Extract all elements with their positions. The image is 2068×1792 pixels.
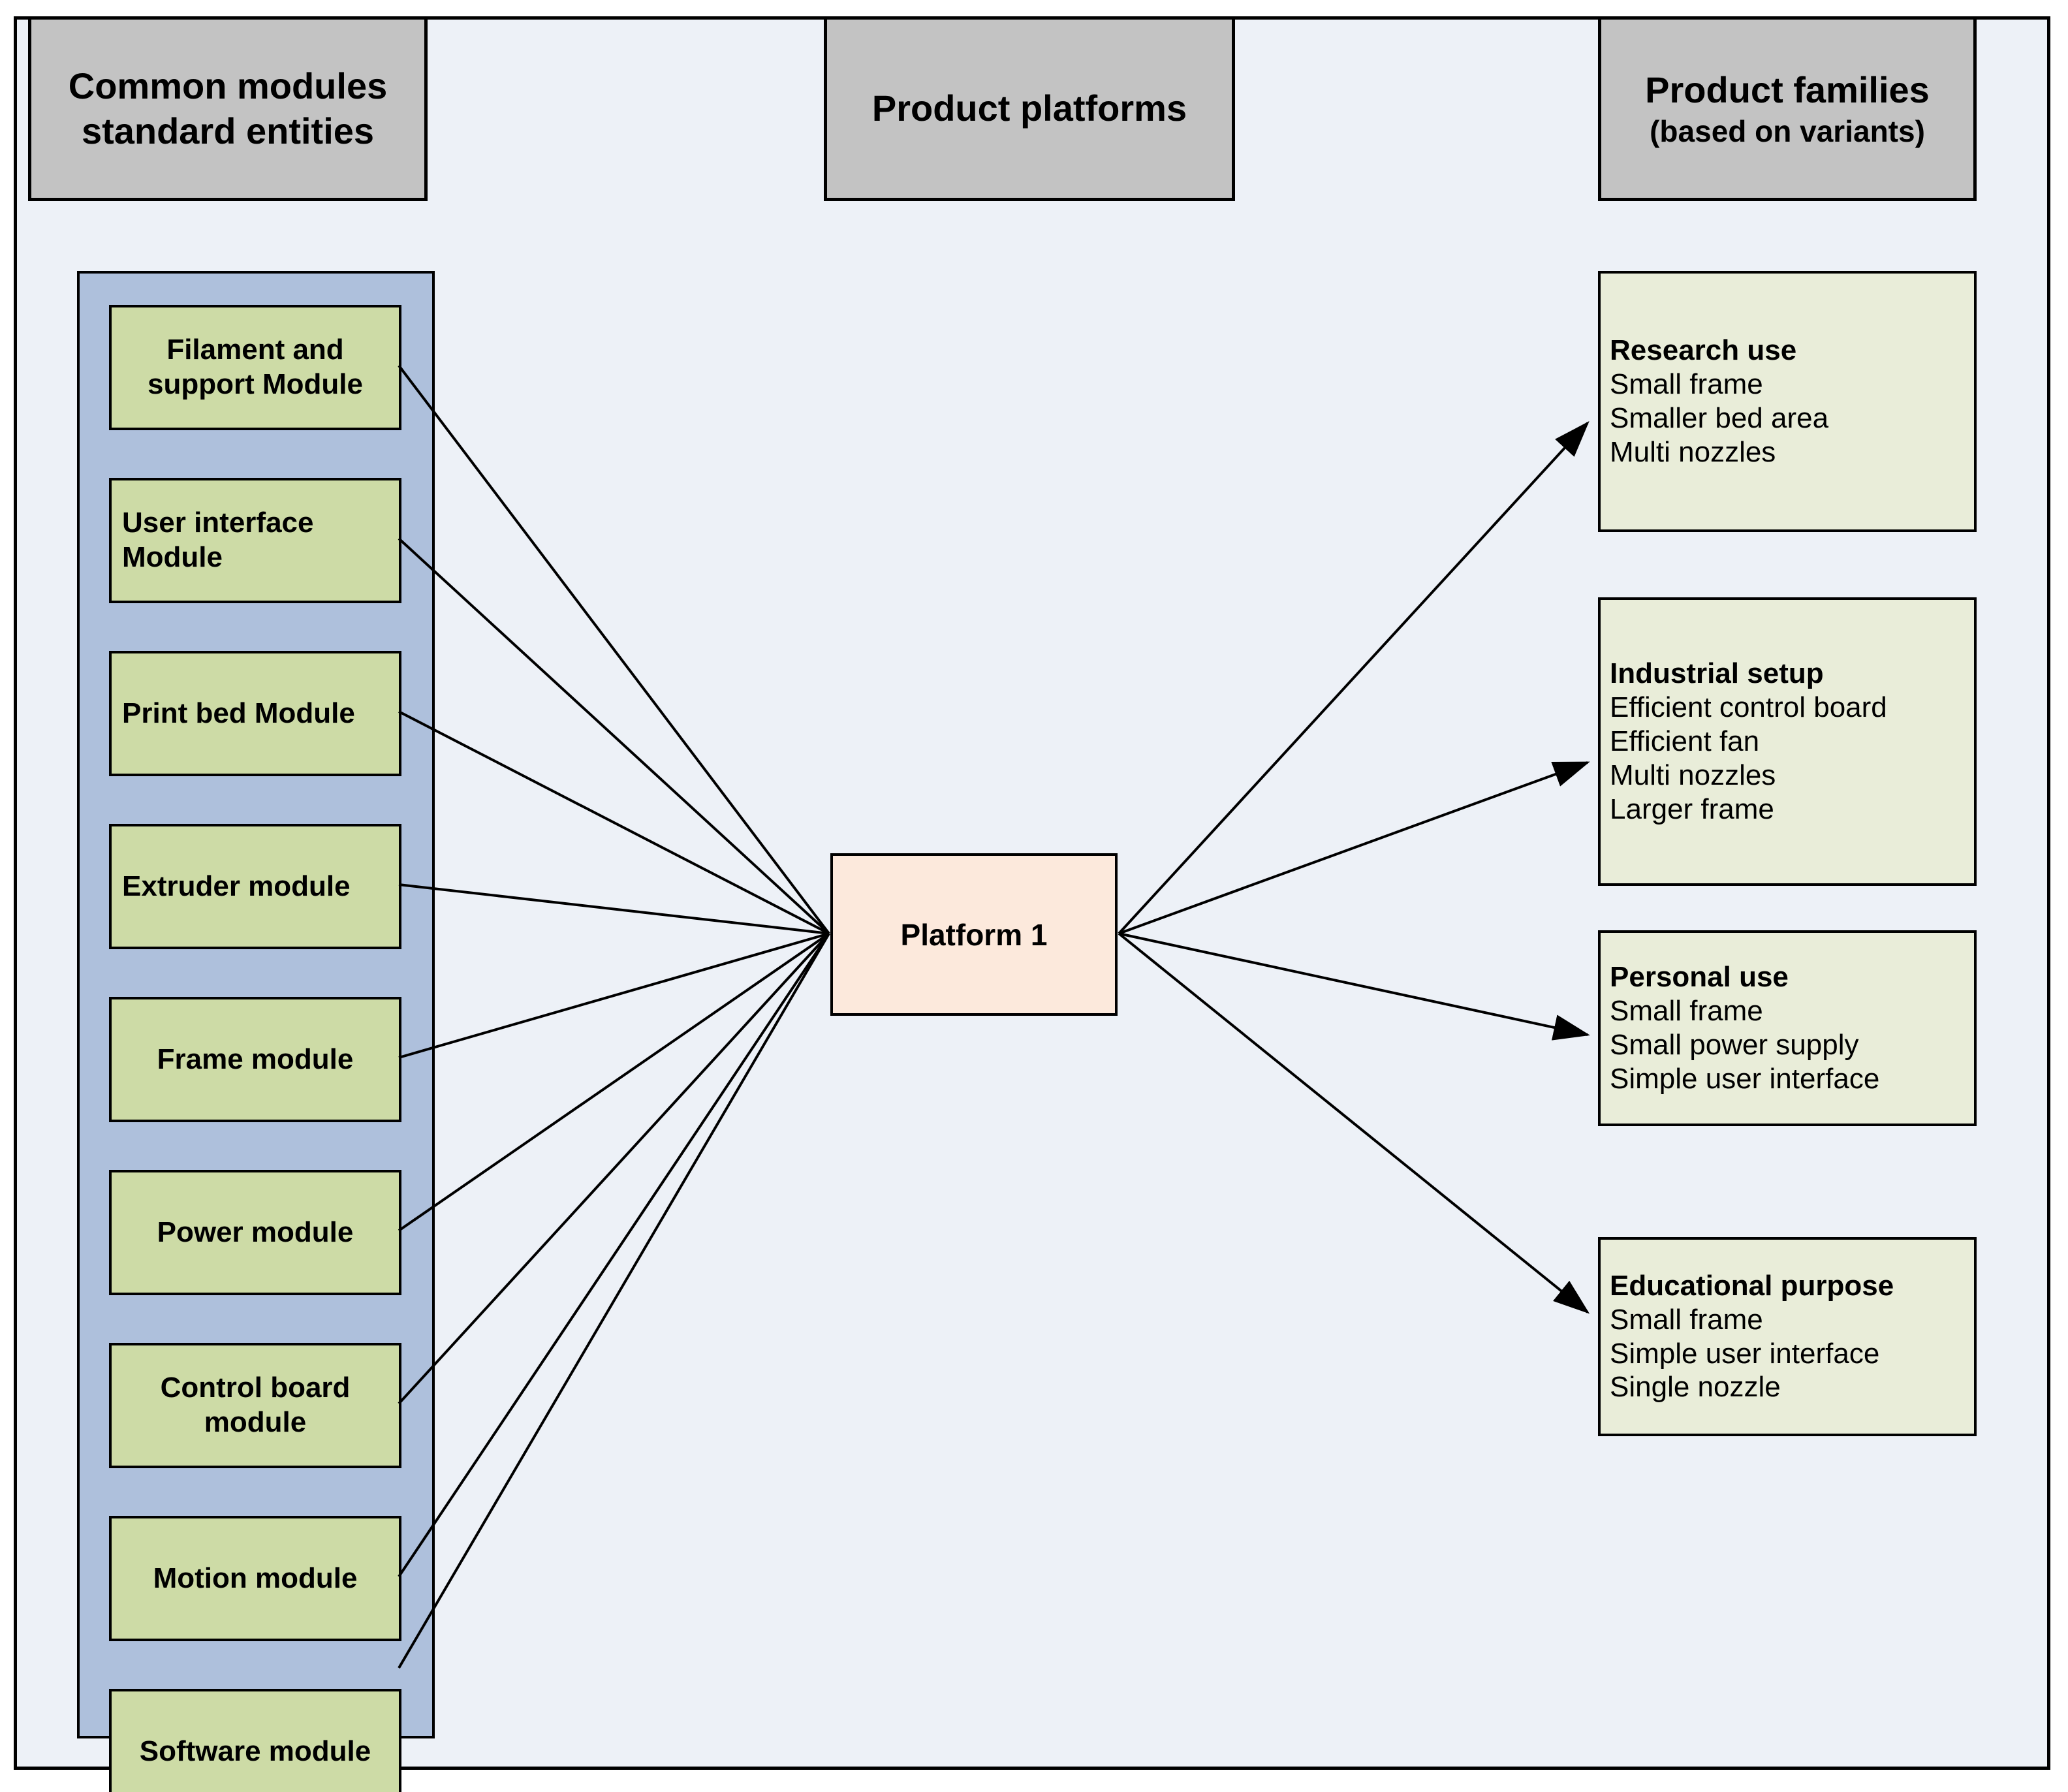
family-title: Research use [1610, 334, 1797, 367]
family-item: Small power supply [1610, 1029, 1859, 1061]
module-label: User interface Module [122, 507, 314, 573]
module-box-motion[interactable]: Motion module [109, 1516, 401, 1641]
header-product-families: Product families (based on variants) [1598, 16, 1977, 201]
family-item: Small frame [1610, 995, 1763, 1028]
family-title: Educational purpose [1610, 1269, 1894, 1302]
module-box-extruder[interactable]: Extruder module [109, 824, 401, 949]
module-box-user-interface[interactable]: User interface Module [109, 478, 401, 603]
module-label: Motion module [153, 1562, 358, 1594]
family-title: Industrial setup [1610, 657, 1824, 690]
family-box-educational-purpose[interactable]: Educational purpose Small frame Simple u… [1598, 1237, 1977, 1436]
family-item: Simple user interface [1610, 1062, 1880, 1095]
header-product-platforms: Product platforms [824, 16, 1235, 201]
module-label: Print bed Module [122, 697, 355, 729]
module-box-power[interactable]: Power module [109, 1170, 401, 1295]
module-box-frame[interactable]: Frame module [109, 997, 401, 1122]
family-item: Efficient control board [1610, 691, 1887, 724]
family-title: Personal use [1610, 961, 1789, 994]
common-modules-container: Filament and support Module User interfa… [77, 271, 435, 1792]
family-item: Multi nozzles [1610, 759, 1776, 791]
module-label: Software module [139, 1735, 371, 1767]
family-item: Single nozzle [1610, 1371, 1781, 1404]
module-label: Power module [157, 1216, 354, 1248]
module-box-software[interactable]: Software module [109, 1689, 401, 1792]
platform-box-platform-1[interactable]: Platform 1 [830, 853, 1118, 1016]
module-label: Frame module [157, 1043, 354, 1075]
platform-label: Platform 1 [900, 917, 1048, 952]
header-product-platforms-line1: Product platforms [871, 87, 1187, 129]
family-item: Small frame [1610, 368, 1763, 401]
module-label: Filament and support Module [148, 334, 363, 400]
module-box-control-board[interactable]: Control board module [109, 1343, 401, 1468]
family-item: Simple user interface [1610, 1337, 1880, 1370]
family-item: Efficient fan [1610, 725, 1760, 758]
header-product-families-line1: Product families [1645, 69, 1930, 111]
family-box-personal-use[interactable]: Personal use Small frame Small power sup… [1598, 930, 1977, 1126]
header-common-modules-line2: standard entities [81, 110, 375, 151]
module-label: Extruder module [122, 870, 351, 902]
header-common-modules: Common modules standard entities [28, 16, 428, 201]
header-common-modules-line1: Common modules [68, 65, 388, 107]
header-product-families-line2: (based on variants) [1650, 114, 1925, 148]
module-label: Control board module [160, 1372, 351, 1438]
family-box-industrial-setup[interactable]: Industrial setup Efficient control board… [1598, 597, 1977, 886]
family-item: Multi nozzles [1610, 435, 1776, 468]
family-item: Larger frame [1610, 793, 1774, 825]
family-box-research-use[interactable]: Research use Small frame Smaller bed are… [1598, 271, 1977, 532]
module-box-filament-and-support[interactable]: Filament and support Module [109, 305, 401, 430]
family-item: Small frame [1610, 1303, 1763, 1336]
module-box-print-bed[interactable]: Print bed Module [109, 651, 401, 776]
family-item: Smaller bed area [1610, 402, 1829, 434]
